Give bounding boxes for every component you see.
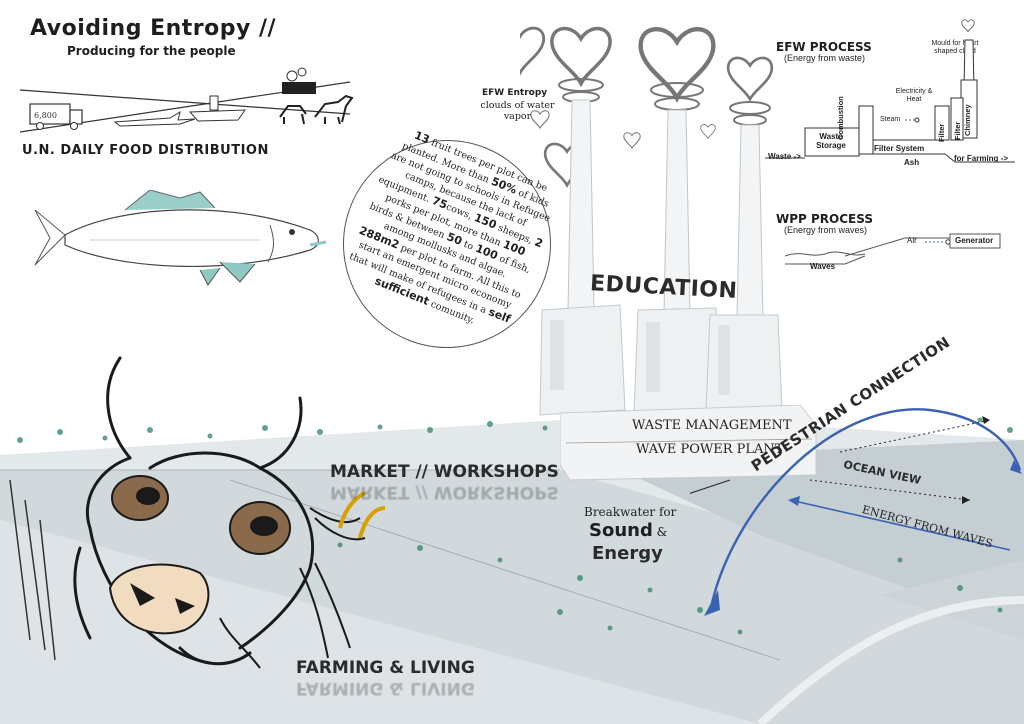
efw-process-diagram <box>765 19 1015 163</box>
combustion-label: Combustion <box>836 96 845 140</box>
cow-illustration <box>73 356 386 669</box>
wheat-stalks <box>9 480 56 661</box>
electricity-heat-label: Electricity & Heat <box>895 88 933 103</box>
sound-label: Sound <box>589 520 653 541</box>
wpp-process-diagram <box>785 233 1001 265</box>
for-farming-label: for Farming -> <box>954 154 1009 163</box>
efw-entropy-title: EFW Entropy <box>482 88 548 98</box>
un-distribution-label: U.N. DAILY FOOD DISTRIBUTION <box>22 143 269 158</box>
sea-edge <box>880 560 1024 640</box>
sea-area <box>600 440 1024 600</box>
page-title: Avoiding Entropy // <box>30 16 277 41</box>
plane-icon <box>113 110 196 127</box>
vegetation <box>17 417 1013 635</box>
fish-illustration <box>34 190 327 286</box>
info-circle <box>343 140 551 348</box>
filter-2-label: Filter <box>953 121 962 140</box>
market-workshops-reflection: MARKET // WORKSHOPS <box>330 482 559 502</box>
ash-label: Ash <box>904 158 920 167</box>
ship-icon <box>188 109 246 122</box>
generator-label: Generator <box>955 236 994 245</box>
camel-icon <box>314 94 354 125</box>
market-workshops-label: MARKET // WORKSHOPS <box>330 462 559 482</box>
sound-energy-label: Sound & <box>589 520 667 541</box>
breakwater-label: Breakwater for <box>584 505 677 519</box>
air-label: Air <box>907 236 917 245</box>
wave-power-plant-label: WAVE POWER PLANT <box>636 442 784 457</box>
energy-label: Energy <box>592 543 663 564</box>
train-icon <box>282 82 316 94</box>
landscape-curve <box>757 596 1024 724</box>
truck-icon <box>29 103 83 130</box>
waste-storage-label: Waste Storage <box>816 132 846 150</box>
efw-process-title: EFW PROCESS <box>776 40 872 54</box>
efw-entropy-text: clouds of water vapor <box>480 100 555 122</box>
waves-label: Waves <box>810 262 836 271</box>
wpp-process-subtitle: (Energy from waves) <box>784 225 868 235</box>
chimney-label: Chimney <box>963 104 972 136</box>
waste-management-label: WASTE MANAGEMENT <box>632 418 792 433</box>
truck-number: 6,800 <box>34 111 57 120</box>
wpp-process-title: WPP PROCESS <box>776 212 873 226</box>
waste-input-label: Waste -> <box>768 152 801 161</box>
plant-base-building <box>560 405 817 481</box>
road-line <box>229 479 781 661</box>
food-distribution-sketch: 6,800 <box>20 67 354 133</box>
page-subtitle: Producing for the people <box>67 44 236 58</box>
pedestrian-arc <box>690 408 1022 616</box>
steam-label: Steam <box>880 116 901 123</box>
farming-living-reflection: FARMING & LIVING <box>296 678 475 698</box>
farming-living-label: FARMING & LIVING <box>296 658 475 678</box>
power-plant-illustration <box>520 26 783 416</box>
mould-note: Mould for heart shaped cloud <box>931 40 979 55</box>
amp-label: & <box>652 525 668 539</box>
filter-system-label: Filter System <box>874 144 925 153</box>
efw-process-subtitle: (Energy from waste) <box>784 53 866 63</box>
filter-1-label: Filter <box>937 123 946 142</box>
